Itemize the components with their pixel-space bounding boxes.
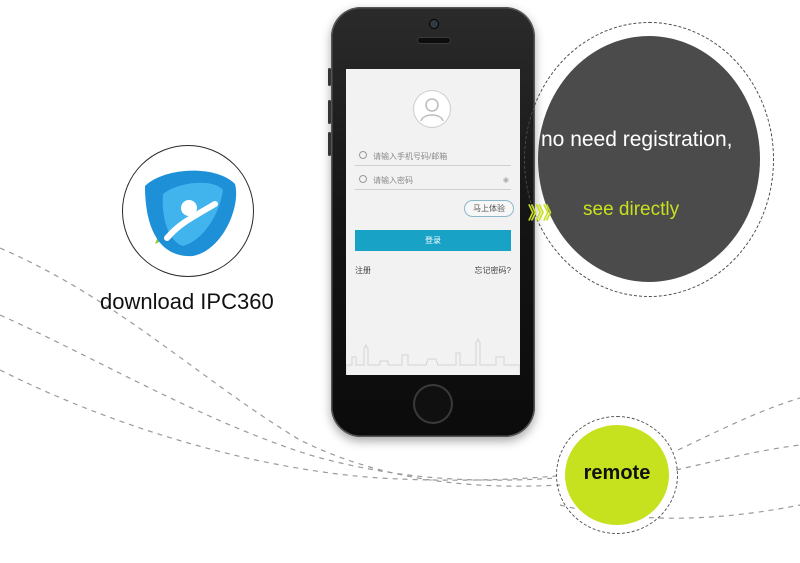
forgot-password-link[interactable]: 忘记密码? — [474, 266, 511, 275]
login-button[interactable]: 登录 — [355, 230, 511, 251]
phone-screen-login: 请输入手机号码/邮箱 请输入密码 ◉ 马上体验 登录 注册 忘记密码? — [346, 69, 520, 375]
ipc360-app-logo[interactable] — [122, 145, 254, 277]
user-field-icon — [359, 151, 367, 159]
remote-badge — [565, 425, 669, 525]
see-directly-text: see directly — [583, 199, 680, 220]
callout-bubble — [538, 36, 760, 282]
password-input[interactable]: 请输入密码 ◉ — [355, 171, 511, 190]
callout-dashed-ring — [524, 22, 774, 297]
lock-icon — [359, 175, 367, 183]
home-button[interactable] — [415, 386, 451, 422]
phone-volume-up — [328, 100, 331, 124]
try-now-button[interactable]: 马上体验 — [464, 200, 514, 217]
remote-label: remote — [583, 462, 651, 484]
remote-dashed-ring — [556, 416, 678, 534]
arrows-icon: 》》》 — [528, 204, 560, 223]
phone-mute-switch — [328, 68, 331, 86]
account-placeholder: 请输入手机号码/邮箱 — [373, 152, 448, 161]
account-input[interactable]: 请输入手机号码/邮箱 — [355, 147, 511, 166]
earpiece-speaker — [418, 38, 450, 43]
phone-volume-down — [328, 132, 331, 156]
no-registration-text: no need registration, — [541, 128, 733, 151]
register-link[interactable]: 注册 — [355, 266, 371, 275]
eye-icon[interactable]: ◉ — [502, 177, 509, 184]
download-app-label: download IPC360 — [100, 289, 274, 314]
city-skyline-illustration — [346, 337, 520, 375]
password-placeholder: 请输入密码 — [373, 176, 413, 185]
front-camera — [430, 20, 438, 28]
ipc360-logo-icon — [145, 170, 237, 257]
user-avatar-icon — [414, 91, 450, 127]
